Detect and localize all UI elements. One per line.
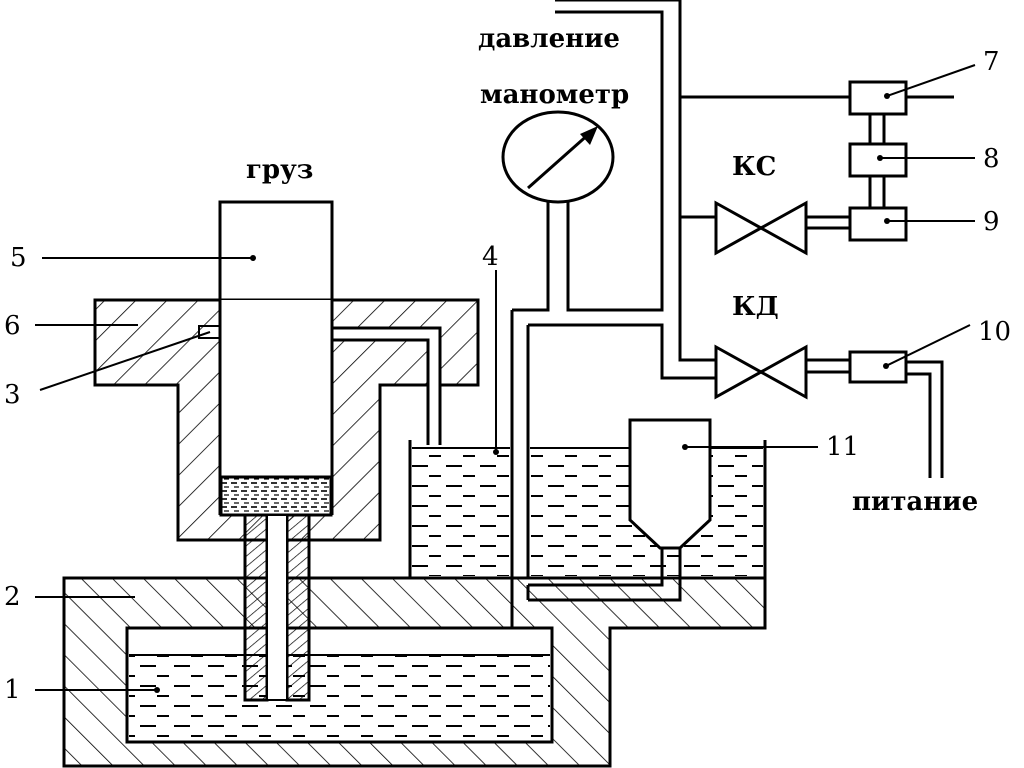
callout-6: 6 bbox=[4, 311, 21, 341]
reservoir-right bbox=[526, 418, 767, 602]
label-weight: груз bbox=[246, 155, 313, 185]
reservoir-4 bbox=[408, 440, 514, 580]
callout-10: 10 bbox=[978, 317, 1011, 347]
callout-9: 9 bbox=[983, 207, 1000, 237]
callout-2: 2 bbox=[4, 582, 21, 612]
label-pressure-valve: КД bbox=[732, 292, 779, 322]
main-pipe bbox=[510, 10, 715, 628]
manometer bbox=[501, 110, 615, 204]
callout-7: 7 bbox=[983, 47, 1000, 77]
callout-5: 5 bbox=[10, 243, 27, 273]
callout-11: 11 bbox=[826, 432, 859, 462]
control-branch bbox=[555, 0, 954, 478]
label-supply: питание bbox=[852, 487, 978, 517]
label-gauge: манометр bbox=[480, 80, 629, 110]
plunger-rod bbox=[154, 513, 311, 702]
chamber-1 bbox=[129, 654, 550, 740]
callout-1: 1 bbox=[4, 675, 21, 705]
leader-lines bbox=[35, 64, 976, 691]
callout-8: 8 bbox=[983, 144, 1000, 174]
label-pressure: давление bbox=[478, 24, 620, 54]
callout-4: 4 bbox=[482, 242, 499, 272]
callout-3: 3 bbox=[4, 380, 21, 410]
label-check-valve: КС bbox=[732, 152, 776, 182]
